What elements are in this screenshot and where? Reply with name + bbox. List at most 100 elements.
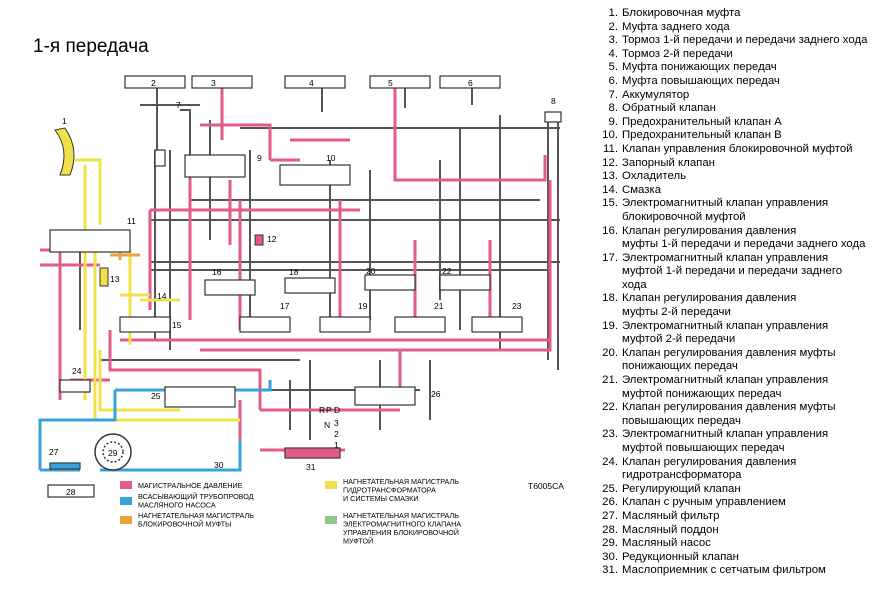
path-shape <box>120 180 552 352</box>
callout-label: 29 <box>108 448 118 458</box>
part-text: Масляный поддон <box>622 523 719 536</box>
part-text: Электромагнитный клапан управления <box>622 197 829 210</box>
part-text: муфты 1-й передачи и передачи заднего хо… <box>622 238 866 251</box>
selector-label: 2 <box>334 429 339 439</box>
part-number: 17. <box>602 251 618 264</box>
callout-label: 25 <box>151 391 161 401</box>
part-text: Клапан управления блокировочной муфтой <box>622 142 853 155</box>
part-text: Клапан регулирования давления муфты <box>622 346 836 359</box>
legend-swatch <box>325 481 337 489</box>
callout-label: 28 <box>66 487 76 497</box>
rect-shape <box>394 316 446 333</box>
callout-label: 6 <box>468 78 473 88</box>
rect-shape <box>354 386 416 406</box>
diagram-title: 1-я передача <box>33 36 149 57</box>
part-item: 6.Муфта повышающих передач <box>580 75 890 89</box>
part-item: 1.Блокировочная муфта <box>580 7 890 21</box>
part-text: Клапан регулирования давления <box>622 224 797 237</box>
legend-text-line: НАГНЕТАТЕЛЬНАЯ МАГИСТРАЛЬ <box>343 477 459 486</box>
rect-shape <box>164 386 236 408</box>
part-text: Предохранительный клапан В <box>622 129 782 142</box>
part-item: 21.Электромагнитный клапан управления <box>580 374 890 388</box>
callout-label: 30 <box>214 460 224 470</box>
part-text: хода <box>622 278 647 291</box>
part-text: блокировочной муфтой <box>622 210 746 223</box>
part-item: 31.Маслоприемник с сетчатым фильтром <box>580 564 890 578</box>
rect-shape <box>99 267 109 287</box>
callout-label: 7 <box>176 100 181 110</box>
callout-label: 18 <box>289 267 299 277</box>
part-number: 25. <box>602 482 618 495</box>
part-text: Тормоз 1-й передачи и передачи заднего х… <box>622 34 868 47</box>
selector-label: R <box>319 405 325 415</box>
part-item: 8.Обратный клапан <box>580 102 890 116</box>
callout-label: 16 <box>212 267 222 277</box>
rect-shape <box>439 75 501 89</box>
part-item: 11. Клапан управления блокировочной муфто… <box>580 143 890 157</box>
part-number: 4. <box>608 47 619 60</box>
rect-shape <box>471 316 523 333</box>
part-number: 30. <box>602 550 618 563</box>
part-text: Охладитель <box>622 170 687 183</box>
legend-swatch <box>120 516 132 524</box>
rect-shape <box>279 164 351 186</box>
callout-label: 23 <box>512 301 522 311</box>
callout-label: 14 <box>157 291 167 301</box>
part-number <box>580 360 622 374</box>
rect-shape <box>254 234 264 246</box>
part-number: 21. <box>602 374 618 387</box>
part-text: Блокировочная муфта <box>622 7 741 19</box>
callout-label: 20 <box>366 266 376 276</box>
part-text: понижающих передач <box>622 360 738 373</box>
legend-text-line: ГИДРОТРАНСФОРМАТОРА <box>343 486 436 495</box>
callout-label: 27 <box>49 447 59 457</box>
part-text: муфтой повышающих передач <box>622 442 785 454</box>
part-number: 11. <box>603 142 618 155</box>
part-number: 27. <box>602 509 618 522</box>
part-item: понижающих передач <box>580 360 890 374</box>
part-text: Клапан с ручным управлением <box>622 496 786 509</box>
path-shape <box>148 160 360 320</box>
part-text: Смазка <box>622 183 662 196</box>
part-number <box>580 388 622 402</box>
rect-shape <box>284 447 341 459</box>
part-number: 20. <box>602 346 618 359</box>
part-text: Клапан регулирования давления муфты <box>622 401 836 414</box>
part-number <box>580 469 622 483</box>
part-item: блокировочной муфтой <box>580 211 890 225</box>
callout-label: 4 <box>309 78 314 88</box>
part-item: повышающих передач <box>580 415 890 429</box>
selector-label: 1 <box>334 440 339 450</box>
rect-shape <box>184 154 246 178</box>
rect-shape <box>59 379 91 393</box>
legend-swatch <box>120 481 132 489</box>
callout-label: 15 <box>172 320 182 330</box>
hydraulic-diagram: 1 2 3 4 5 6 7 8 9 10 11 12 13 14 15 16 1… <box>38 75 564 546</box>
path-shape <box>98 293 180 412</box>
part-item: гидротрансформатора <box>580 469 890 483</box>
part-number: 24. <box>602 455 618 468</box>
part-number: 26. <box>602 496 618 509</box>
part-item: 27.Масляный фильтр <box>580 510 890 524</box>
callout-label: 13 <box>110 274 120 284</box>
rect-shape <box>364 274 416 291</box>
rect-shape <box>49 462 81 470</box>
callout-label: 31 <box>306 462 316 472</box>
part-number <box>580 211 622 225</box>
legend-swatch <box>120 497 132 505</box>
callout-label: 10 <box>326 153 336 163</box>
path-shape <box>150 150 560 350</box>
callout-label: 22 <box>442 266 452 276</box>
part-text: Предохранительный клапан А <box>622 115 782 128</box>
part-item: 20. Клапан регулирования давления муфты <box>580 347 890 361</box>
path-shape <box>459 115 559 370</box>
callout-label: 24 <box>72 366 82 376</box>
part-item: муфты 1-й передачи и передачи заднего хо… <box>580 238 890 252</box>
part-item: муфтой 2-й передачи <box>580 333 890 347</box>
part-text: муфтой понижающих передач <box>622 387 782 400</box>
part-item: 15.Электромагнитный клапан управления <box>580 197 890 211</box>
legend-text-line: МУФТОЙ <box>343 537 373 546</box>
legend: МАГИСТРАЛЬНОЕ ДАВЛЕНИЕ ВСАСЫВАЮЩИЙ ТРУБО… <box>120 477 461 546</box>
